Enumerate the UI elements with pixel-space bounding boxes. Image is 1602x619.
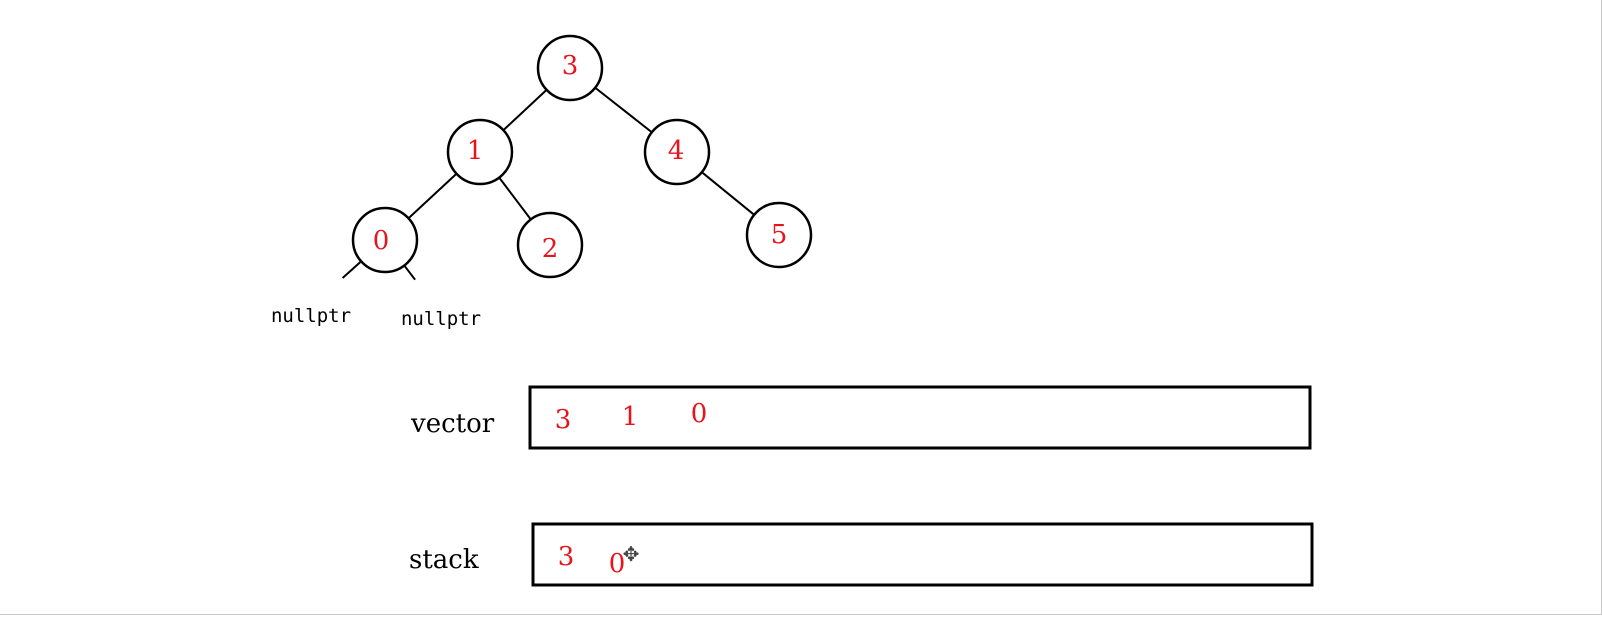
stack-value-0: 3 (558, 542, 575, 572)
vector-value-2: 0 (691, 399, 708, 429)
tree-edge-n0-null-right (404, 265, 416, 281)
tree-node-label: 1 (467, 136, 484, 166)
stack-label: stack (409, 545, 479, 575)
move-cursor-icon: ✥ (623, 542, 640, 566)
stack-box (531, 522, 1314, 587)
tree-node-label: 0 (373, 226, 390, 256)
tree-node-5[interactable]: 5 (745, 201, 813, 269)
tree-edge-n3-n1 (503, 89, 547, 131)
tree-node-4[interactable]: 4 (643, 118, 711, 186)
tree-edge-n4-n5 (701, 172, 755, 215)
vector-value-0: 3 (555, 405, 572, 435)
tree-node-2[interactable]: 2 (516, 211, 584, 279)
null-left-label: nullptr (271, 305, 351, 327)
tree-node-label: 2 (542, 234, 559, 264)
tree-node-0[interactable]: 0 (351, 206, 419, 274)
vector-box (528, 385, 1312, 450)
vector-value-1: 1 (622, 402, 639, 432)
tree-edge-n3-n4 (595, 87, 652, 133)
null-right-label: nullptr (401, 308, 481, 330)
tree-edge-n1-n0 (408, 173, 457, 219)
tree-node-label: 4 (668, 136, 685, 166)
tree-edge-n0-null-left (341, 261, 362, 279)
tree-node-3[interactable]: 3 (536, 34, 604, 102)
tree-node-label: 5 (771, 220, 788, 250)
tree-node-label: 3 (562, 51, 579, 81)
vector-label: vector (410, 409, 495, 439)
tree-edge-n1-n2 (499, 177, 531, 220)
tree-node-1[interactable]: 1 (446, 118, 514, 186)
tree-edges (341, 87, 755, 281)
stack-value-1: 0 (609, 549, 626, 579)
